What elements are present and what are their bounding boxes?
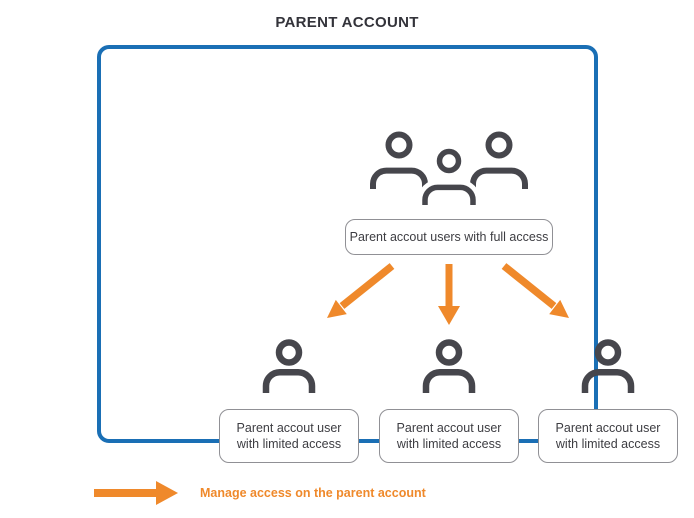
user-icon <box>579 339 637 395</box>
arrow-down-icon <box>437 264 461 326</box>
full-access-label: Parent accout users with full access <box>345 219 553 255</box>
arrow-down-left-icon <box>319 263 399 323</box>
group-users-icon <box>369 131 529 209</box>
page-title: PARENT ACCOUNT <box>275 14 419 31</box>
limited-access-label: Parent accout user with limited access <box>538 409 678 463</box>
parent-account-frame: Parent accout users with full access <box>97 45 678 463</box>
arrow-right-icon <box>94 480 179 506</box>
limited-access-label: Parent accout user with limited access <box>219 409 359 463</box>
limited-access-label: Parent accout user with limited access <box>379 409 519 463</box>
user-icon <box>420 339 478 395</box>
arrow-down-right-icon <box>497 263 577 323</box>
user-icon <box>260 339 318 395</box>
legend-label: Manage access on the parent account <box>200 486 426 500</box>
